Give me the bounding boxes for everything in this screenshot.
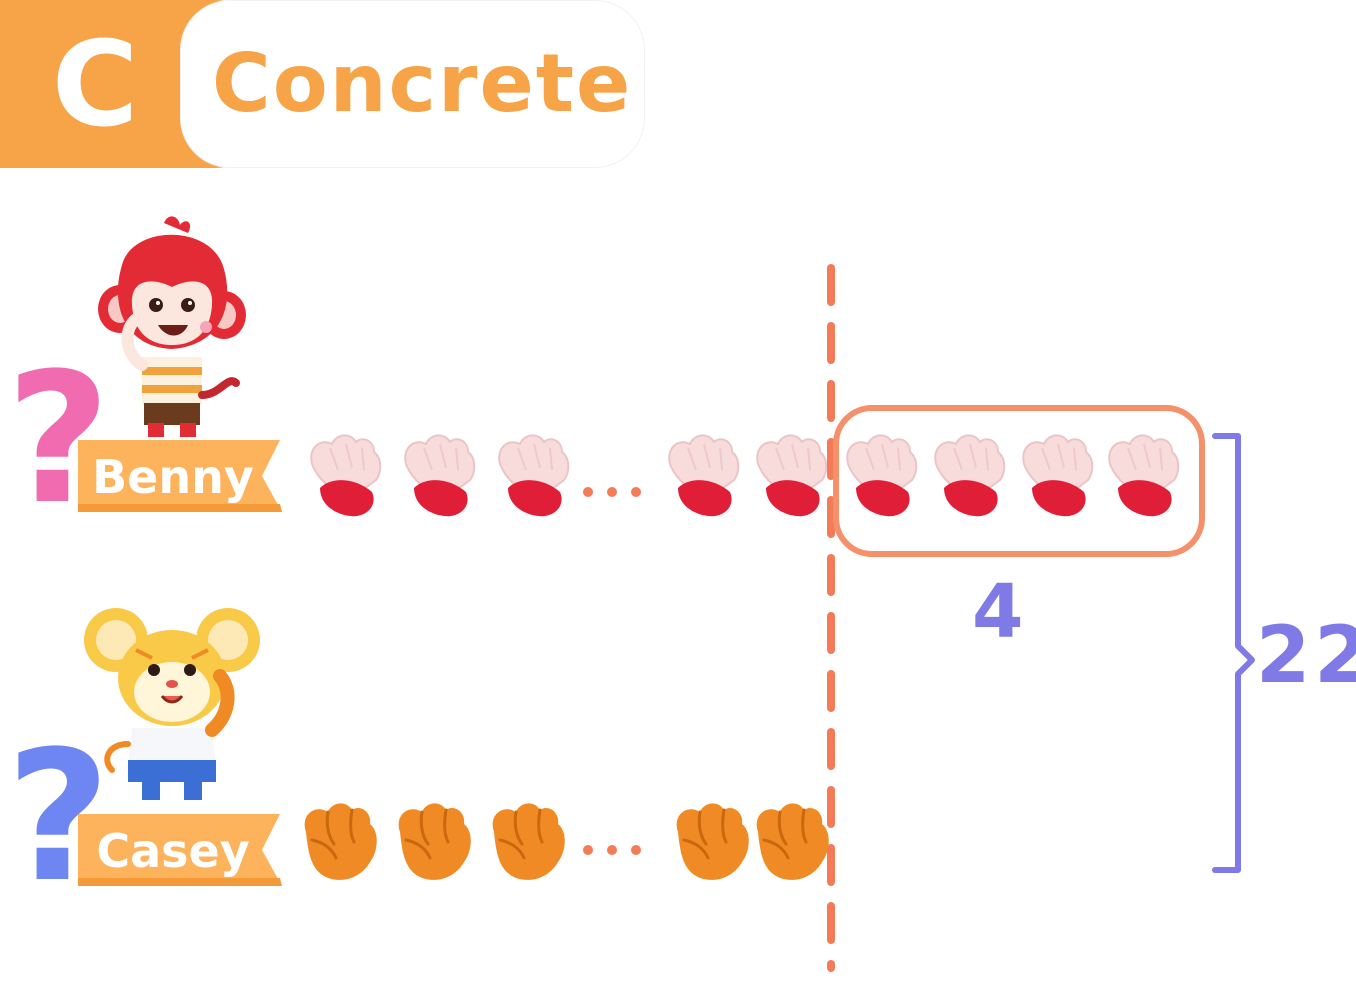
orange-glove-icon [675,801,751,882]
section-header: C Concrete [0,0,645,168]
difference-label: 4 [972,569,1024,655]
casey-ellipsis-dots [583,845,641,855]
casey-label-wrap: Casey [78,814,283,888]
casey-gloves-row [303,801,831,882]
page-title: Concrete [212,37,633,130]
casey-name-label: Casey [96,824,250,878]
casey-question-mark-icon: ? [6,713,111,922]
red-glove-icon [498,434,570,518]
benny-character-monkey-icon [98,216,246,437]
orange-glove-icon [755,801,831,882]
orange-glove-icon [303,801,379,882]
benny-label-wrap: Benny [78,440,283,514]
difference-highlight-box [833,405,1205,557]
benny-name-label: Benny [92,450,254,504]
benny-gloves-row [310,434,1180,518]
red-glove-icon [668,434,740,518]
red-glove-icon [404,434,476,518]
benny-name-tag [78,440,282,512]
benny-question-mark-icon: ? [6,335,111,544]
red-glove-icon [310,434,382,518]
red-glove-icon [756,434,828,518]
orange-glove-icon [491,801,567,882]
red-glove-icon [1108,434,1180,518]
benny-ellipsis-dots [583,487,641,497]
header-card [180,0,645,168]
red-glove-icon [934,434,1006,518]
red-glove-icon [846,434,918,518]
total-brace [1212,433,1255,873]
orange-glove-icon [397,801,473,882]
total-label: 22 [1256,611,1356,701]
red-glove-icon [1022,434,1094,518]
header-letter: C [51,15,139,153]
casey-character-mouse-icon [84,608,260,800]
casey-name-tag [78,814,282,886]
